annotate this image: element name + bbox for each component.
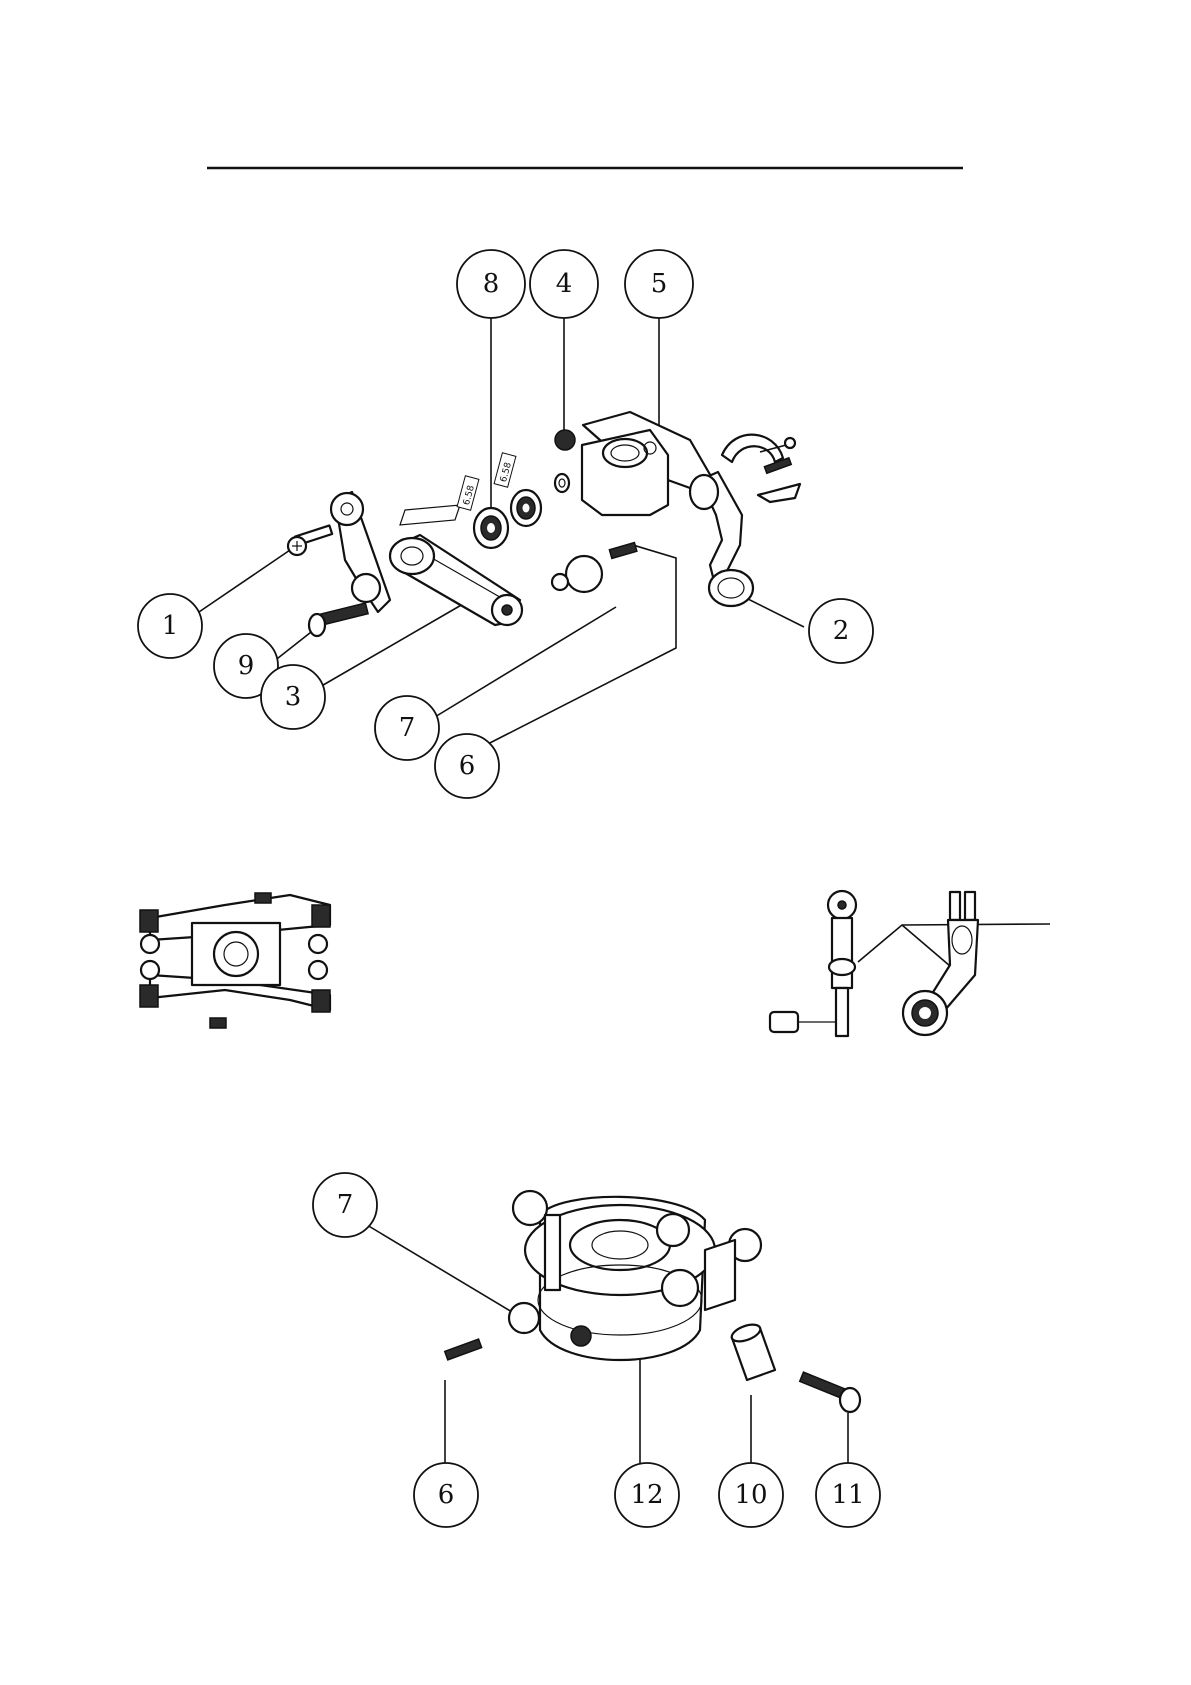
- bottom-exploded-assembly: 7 6 12 10 11: [313, 1173, 880, 1527]
- ball-link-part: [552, 556, 602, 592]
- sleeve-part: [730, 1321, 775, 1380]
- washer-part: [555, 474, 569, 492]
- swashplate-part: [513, 1191, 761, 1360]
- long-arm-part: [390, 535, 522, 625]
- callout-7-top-label: 7: [399, 713, 416, 743]
- callout-4-label: 4: [556, 269, 573, 299]
- bolt-part: [309, 603, 368, 636]
- callout-10-label: 10: [734, 1480, 767, 1510]
- callout-5-label: 5: [651, 269, 668, 299]
- callout-6-top: 6: [435, 734, 499, 798]
- set-screw-part-bottom: [445, 1339, 482, 1360]
- middle-top-view: [140, 893, 330, 1028]
- right-swing-arm-part: [690, 472, 753, 606]
- callout-3-label: 3: [285, 682, 302, 712]
- middle-side-views: [770, 891, 1050, 1036]
- callout-4: 4: [530, 250, 598, 318]
- set-screw-part: [609, 543, 636, 559]
- bearing-tag-left: 6.58: [457, 476, 479, 511]
- ball-part-bottom: [509, 1303, 539, 1333]
- bearing-tag-right: 6.58: [494, 453, 516, 488]
- bolt-part-bottom: [800, 1372, 860, 1412]
- center-block-part: [555, 412, 712, 515]
- callout-9-label: 9: [238, 651, 255, 681]
- callout-7-top: 7: [375, 696, 439, 760]
- callout-2: 2: [809, 599, 873, 663]
- callout-10: 10: [719, 1463, 783, 1527]
- callout-7-bottom-label: 7: [337, 1190, 354, 1220]
- callout-1-label: 1: [162, 611, 179, 641]
- callout-1: 1: [138, 594, 202, 658]
- callout-7-bottom: 7: [313, 1173, 377, 1237]
- bearing-right-part: [511, 490, 541, 526]
- callout-11-label: 11: [831, 1480, 864, 1510]
- callout-8: 8: [457, 250, 525, 318]
- callout-12: 12: [615, 1463, 679, 1527]
- callout-6-bottom: 6: [414, 1463, 478, 1527]
- callout-5: 5: [625, 250, 693, 318]
- small-screw-part: [288, 525, 332, 555]
- callout-8-label: 8: [483, 269, 500, 299]
- callout-2-label: 2: [833, 616, 850, 646]
- callout-11: 11: [816, 1463, 880, 1527]
- clamp-part: [722, 435, 800, 502]
- bearing-left-part: [474, 508, 508, 548]
- callout-3: 3: [261, 665, 325, 729]
- callout-6-top-label: 6: [459, 751, 476, 781]
- top-exploded-assembly: 6.58 6.58: [138, 250, 873, 798]
- callout-12-label: 12: [630, 1480, 663, 1510]
- callout-6-bottom-label: 6: [438, 1480, 455, 1510]
